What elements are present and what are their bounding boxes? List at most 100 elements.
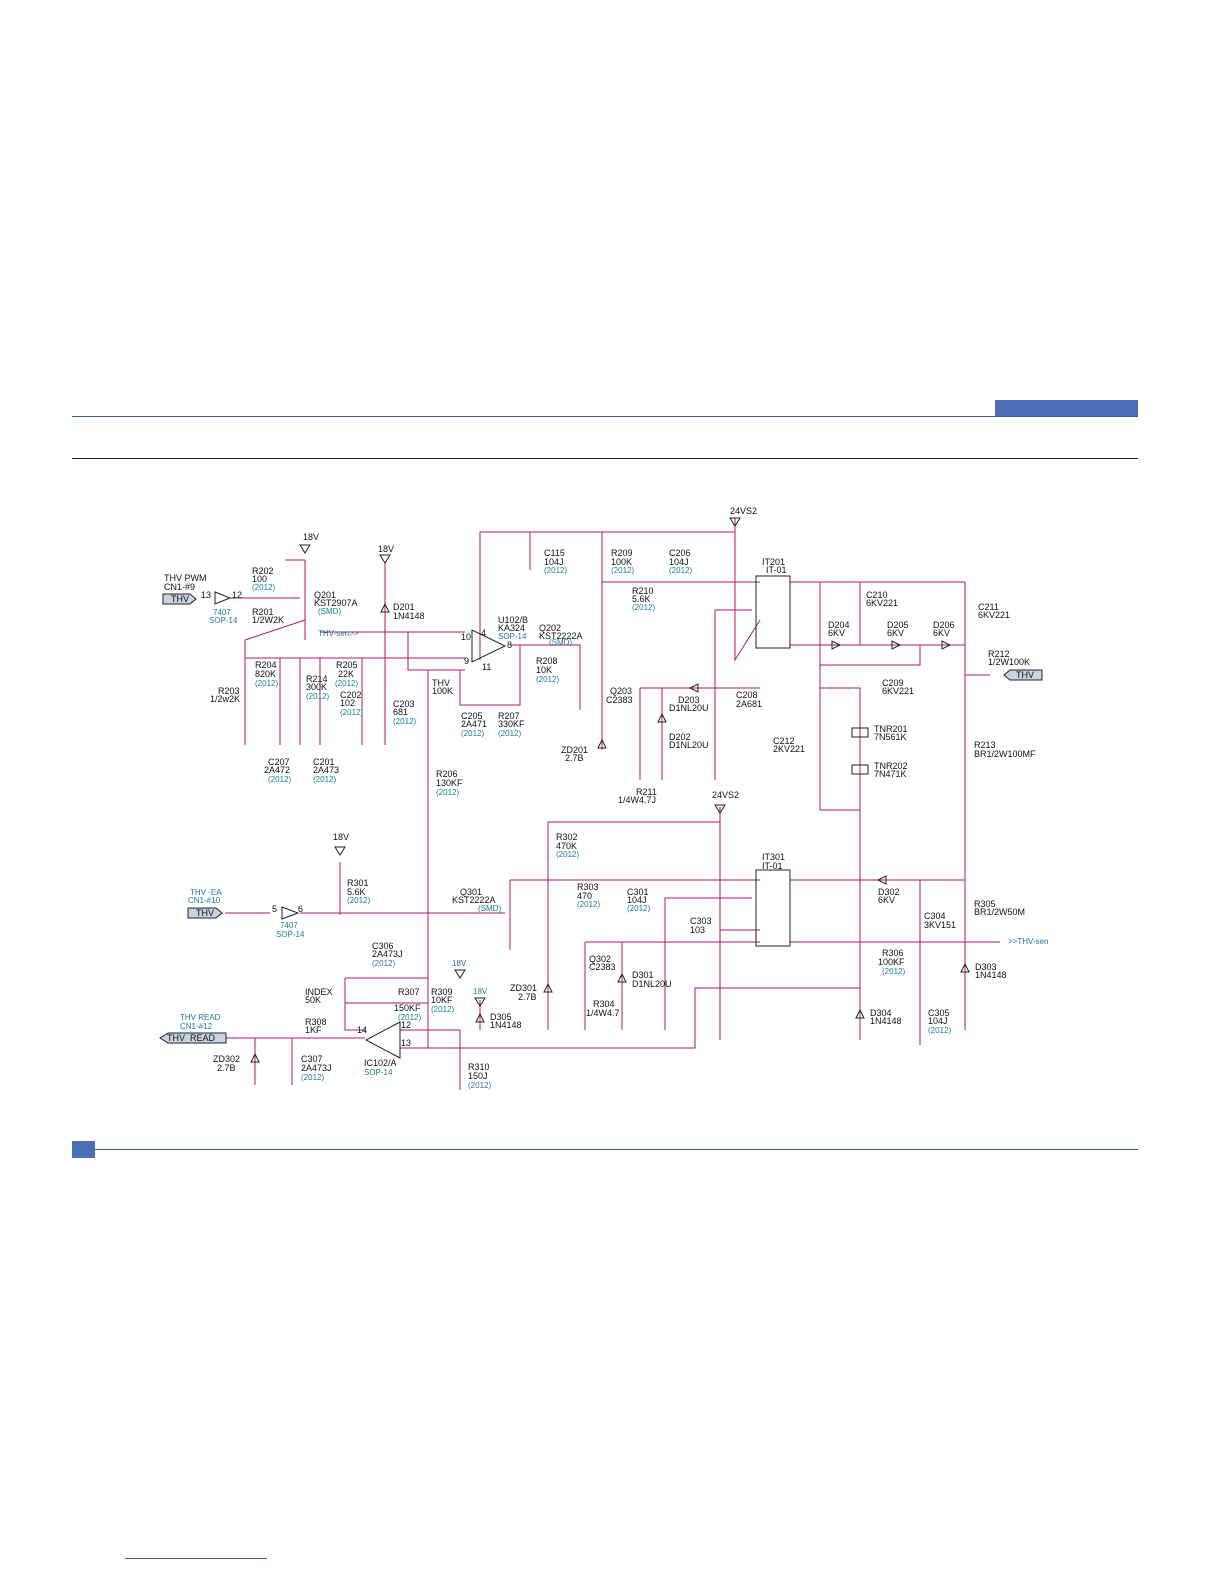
diode-d305 <box>475 1012 485 1023</box>
label-d301: D301 <box>632 970 654 980</box>
label-r208p: (2012) <box>536 675 559 684</box>
diode-d301 <box>617 972 627 983</box>
label-r214v: 300K <box>306 682 327 692</box>
label-d205: D205 <box>887 620 909 630</box>
supply-arrow-18v-e <box>474 997 486 1007</box>
label-r210p: (2012) <box>632 603 655 612</box>
label-q203v: C2383 <box>606 695 633 705</box>
label-c210v: 6KV221 <box>866 598 898 608</box>
opamp-u102b <box>471 629 507 663</box>
varistor-tnr202 <box>851 764 869 775</box>
label-q302v: C2383 <box>589 962 616 972</box>
label-c305p: (2012) <box>928 1026 951 1035</box>
label-cn112: CN1-#12 <box>180 1022 213 1031</box>
label-r205: R205 <box>336 660 358 670</box>
label-r208: R208 <box>536 656 558 666</box>
label-d206: D206 <box>933 620 955 630</box>
label-r206v: 130KF <box>436 778 463 788</box>
label-c209: C209 <box>882 678 904 688</box>
label-r209p: (2012) <box>611 566 634 575</box>
transformer-it201 <box>755 575 791 649</box>
label-c202: C202 <box>340 690 362 700</box>
label-r212v: 1/2W100K <box>988 657 1030 667</box>
label-thv100: THV <box>432 678 450 688</box>
label-d301v: D1NL20U <box>632 979 672 989</box>
label-c211v: 6KV221 <box>978 610 1010 620</box>
label-c205v: 2A471 <box>461 719 487 729</box>
supply-arrow-18v-c <box>334 846 346 856</box>
label-d201v: 1N4148 <box>393 611 425 621</box>
label-zd201v: 2.7B <box>565 753 584 763</box>
transformer-it301 <box>755 869 791 947</box>
header-tab <box>995 400 1138 416</box>
label-d303: D303 <box>975 962 997 972</box>
label-q203: Q203 <box>610 686 632 696</box>
label-r204v: 820K <box>255 669 276 679</box>
label-c207v: 2A472 <box>264 765 290 775</box>
label-r305: R305 <box>974 899 996 909</box>
label-c303v: 103 <box>690 925 705 935</box>
diode-d205 <box>891 640 902 650</box>
supply-arrow-18v-a <box>299 544 311 554</box>
label-tnr201: TNR201 <box>874 724 908 734</box>
label-c115v: 104J <box>544 557 564 567</box>
varistor-tnr201 <box>851 727 869 738</box>
label-it01a: IT-01 <box>766 565 787 575</box>
label-c211: C211 <box>978 602 999 612</box>
diode-d206 <box>941 640 952 650</box>
label-d305v: 1N4148 <box>490 1020 522 1030</box>
label-sop14d: SOP-14 <box>364 1068 393 1077</box>
label-tnr201v: 7N561K <box>874 732 907 742</box>
ports: THV THV THV_READ THV <box>159 593 1043 1044</box>
label-p9: 9 <box>464 656 469 666</box>
label-r213v: BR1/2W100MF <box>974 749 1036 759</box>
label-r302: R302 <box>556 832 578 842</box>
label-c201: C201 <box>313 757 335 767</box>
label-q301p: (SMD) <box>478 904 501 913</box>
label-c209v: 6KV221 <box>882 686 914 696</box>
label-r203v: 1/2w2K <box>210 694 240 704</box>
label-r210: R210 <box>632 586 654 596</box>
label-index: INDEX <box>305 987 333 997</box>
diode-zd302 <box>250 1052 260 1063</box>
label-p8: 8 <box>507 640 512 650</box>
label-r310p: (2012) <box>468 1081 491 1090</box>
label-zd302: ZD302 <box>213 1054 240 1064</box>
label-c201v: 2A473 <box>313 765 339 775</box>
label-d303v: 1N4148 <box>975 970 1007 980</box>
label-r307: R307 <box>398 987 420 997</box>
label-r210v: 5.6K <box>632 594 651 604</box>
label-r309v: 10KF <box>431 995 453 1005</box>
label-q202: Q202 <box>539 623 561 633</box>
footer-rule <box>72 1149 1138 1150</box>
label-c206v: 104J <box>669 557 689 567</box>
header-rule <box>72 416 1138 417</box>
port-thv-ea <box>187 907 223 919</box>
label-c202v: 102 <box>340 698 355 708</box>
label-r302v: 470K <box>556 841 577 851</box>
label-r307v: 150KF <box>394 1003 421 1013</box>
label-r306: R306 <box>882 948 904 958</box>
label-r211v: 1/4W4.7J <box>618 795 656 805</box>
label-r201: R201 <box>252 607 274 617</box>
label-c301p: (2012) <box>627 904 650 913</box>
label-d304v: 1N4148 <box>870 1016 902 1026</box>
label-c306p: (2012) <box>372 959 395 968</box>
label-18v_a: 18V <box>303 532 319 542</box>
label-r203: R203 <box>218 686 240 696</box>
buffer-7407-a <box>214 591 232 605</box>
label-p10: 10 <box>461 632 471 642</box>
label-thvea: THV -EA <box>190 888 222 897</box>
label-q202v: KST2222A <box>539 631 583 641</box>
diode-d201 <box>380 602 390 613</box>
label-c206: C206 <box>669 548 691 558</box>
label-r207p: (2012) <box>498 729 521 738</box>
label-c305: C305 <box>928 1008 950 1018</box>
label-zd201: ZD201 <box>561 745 588 755</box>
label-ic102a: IC102/A <box>364 1058 397 1068</box>
label-indexv: 50K <box>305 995 321 1005</box>
diode-zd201 <box>597 738 607 749</box>
label-r202: R202 <box>252 566 274 576</box>
buffer-7407-b <box>281 906 300 920</box>
